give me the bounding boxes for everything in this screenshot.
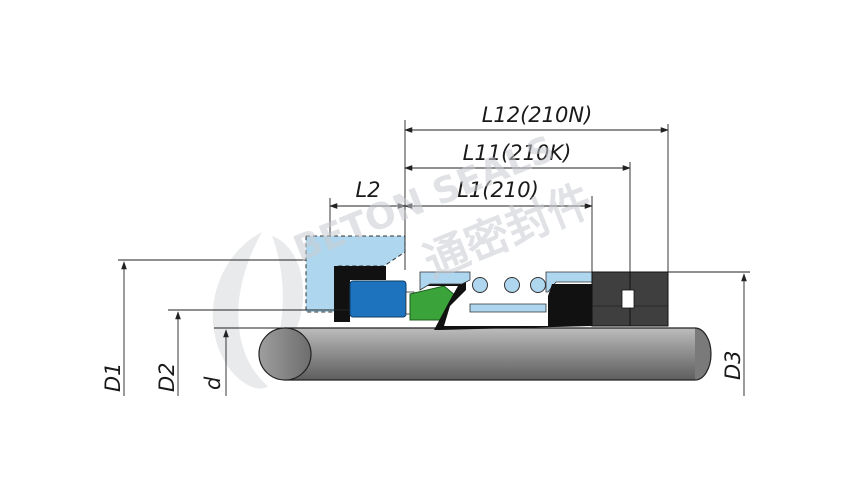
label-l12: L12(210N) xyxy=(482,103,593,127)
label-l1: L1(210) xyxy=(457,178,539,202)
label-d2: D2 xyxy=(155,362,179,392)
spring-housing xyxy=(419,271,593,313)
retainer xyxy=(420,276,592,330)
label-l11: L11(210K) xyxy=(463,141,572,165)
rotating-ring xyxy=(548,284,592,326)
seat-gasket xyxy=(334,266,386,322)
spring-coils xyxy=(472,277,546,293)
drive-collar xyxy=(591,271,669,327)
label-d: d xyxy=(201,376,225,390)
label-d1: D1 xyxy=(101,362,125,392)
label-l2: L2 xyxy=(355,178,380,202)
shaft xyxy=(258,327,712,381)
dimension-lines xyxy=(118,120,750,396)
rotating-face xyxy=(349,280,407,318)
label-d3: D3 xyxy=(721,350,745,380)
